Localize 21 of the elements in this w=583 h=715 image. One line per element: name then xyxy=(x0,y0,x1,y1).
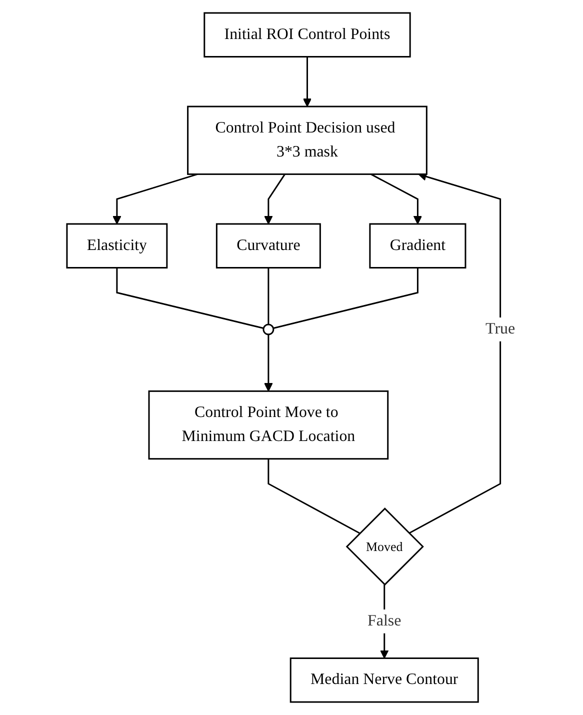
arrow xyxy=(264,334,274,392)
arrow xyxy=(371,174,423,224)
junction-circle xyxy=(263,324,275,336)
connector-line xyxy=(268,268,270,324)
process-box: Control Point Decision used 3*3 mask xyxy=(188,106,428,175)
process-box: Control Point Move to Minimum GACD Location xyxy=(148,390,390,460)
process-box: Median Nerve Contour xyxy=(290,657,480,703)
edge-label: False xyxy=(368,609,402,634)
process-box: Gradient xyxy=(370,223,467,268)
arrow xyxy=(264,174,286,224)
connector-line xyxy=(268,458,361,534)
process-box: Elasticity xyxy=(66,223,168,268)
process-box: Curvature xyxy=(216,223,322,268)
arrow xyxy=(113,173,198,224)
decision-diamond: Moved xyxy=(346,508,424,586)
process-box: Initial ROI Control Points xyxy=(204,12,412,58)
arrow xyxy=(409,172,502,534)
arrow xyxy=(303,56,312,107)
connector-line xyxy=(116,268,264,329)
edge-label: True xyxy=(486,318,516,342)
connector-line xyxy=(274,268,419,329)
